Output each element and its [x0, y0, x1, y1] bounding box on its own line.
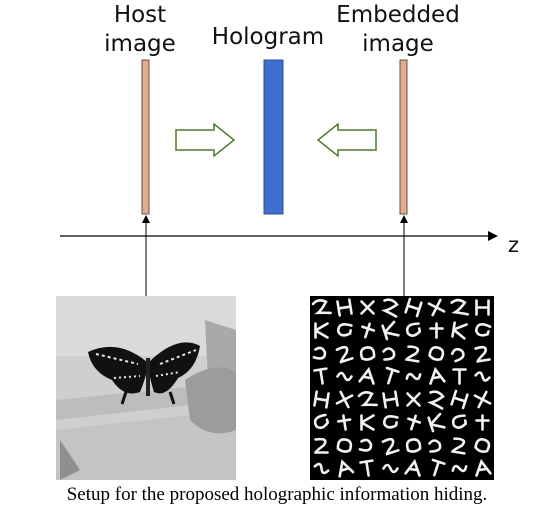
embedded-image-label-line2: image — [362, 31, 434, 57]
handwritten-glyph — [335, 390, 354, 409]
handwritten-glyph — [474, 345, 491, 363]
handwritten-glyph — [382, 347, 396, 361]
handwritten-glyph — [311, 299, 332, 315]
handwritten-glyph — [312, 346, 327, 360]
handwritten-glyph — [450, 298, 469, 316]
z-axis-arrowhead-icon — [488, 231, 498, 241]
handwritten-glyph — [452, 368, 467, 385]
handwritten-glyph — [450, 347, 465, 363]
figure-caption: Setup for the proposed holographic infor… — [66, 484, 488, 505]
handwritten-glyph — [360, 300, 375, 315]
handwritten-glyph — [380, 298, 399, 318]
handwritten-glyph — [407, 414, 422, 431]
handwritten-glyph — [404, 297, 423, 318]
handwritten-glyph — [475, 414, 490, 431]
setup-diagram: Host image Hologram Embedded image z — [56, 2, 519, 480]
handwritten-glyph — [357, 391, 378, 407]
handwritten-glyph — [451, 321, 468, 340]
handwritten-glyph — [336, 323, 353, 337]
embedded-image-characters — [310, 296, 494, 480]
handwritten-glyph — [428, 439, 442, 453]
embedded-image-label-line1: Embedded — [336, 2, 460, 28]
handwritten-glyph — [358, 438, 373, 452]
host-image-label-line2: image — [104, 31, 176, 57]
host-image-photo — [56, 296, 236, 480]
handwritten-glyph — [431, 458, 446, 477]
handwritten-glyph — [426, 390, 445, 410]
host-image-plate — [141, 59, 150, 215]
handwritten-glyph — [336, 298, 353, 317]
handwritten-glyph — [382, 463, 399, 474]
handwritten-glyph — [361, 322, 376, 339]
host-connector-arrowhead-icon — [142, 215, 150, 223]
handwritten-glyph — [475, 299, 490, 316]
z-axis-label: z — [508, 233, 519, 257]
hologram-label: Hologram — [212, 24, 324, 50]
handwritten-glyph — [359, 346, 376, 361]
handwritten-glyph — [313, 367, 328, 385]
handwritten-glyph — [338, 459, 355, 478]
handwritten-glyph — [336, 414, 352, 431]
handwritten-glyph — [474, 322, 492, 337]
handwritten-glyph — [382, 390, 399, 409]
handwritten-glyph — [429, 366, 446, 385]
handwritten-glyph — [382, 415, 399, 429]
handwritten-glyph — [428, 346, 445, 361]
right-block-arrow-icon — [175, 122, 236, 158]
handwritten-glyph — [358, 366, 375, 385]
handwritten-glyph — [314, 437, 329, 454]
handwritten-glyph — [473, 390, 492, 409]
handwritten-glyph — [404, 345, 420, 363]
handwritten-glyph — [404, 458, 421, 477]
handwritten-glyph — [451, 464, 468, 473]
handwritten-glyph — [450, 437, 466, 455]
handwritten-glyph — [360, 414, 375, 431]
handwritten-glyph — [405, 438, 422, 453]
handwritten-glyph — [335, 345, 354, 364]
handwritten-glyph — [313, 413, 330, 430]
handwritten-glyph — [385, 366, 400, 385]
handwritten-glyph — [381, 437, 400, 456]
handwritten-glyph — [336, 371, 353, 382]
handwritten-glyph — [406, 392, 421, 407]
handwritten-glyph — [314, 322, 329, 339]
host-image-label-line1: Host — [114, 2, 166, 28]
handwritten-glyph — [450, 389, 469, 410]
handwritten-glyph — [336, 438, 353, 453]
handwritten-glyph — [359, 459, 374, 477]
handwritten-glyph — [474, 438, 491, 453]
handwritten-glyph — [313, 462, 330, 475]
embedded-connector-arrowhead-icon — [400, 215, 408, 223]
handwritten-glyph — [313, 390, 330, 409]
handwritten-glyph — [427, 298, 446, 317]
handwritten-glyph — [451, 414, 468, 429]
handwritten-glyph — [427, 412, 446, 433]
handwritten-glyph — [475, 458, 492, 477]
handwritten-glyph — [429, 322, 444, 339]
handwritten-glyph — [405, 322, 422, 337]
left-block-arrow-icon — [316, 122, 377, 158]
hologram-plate — [263, 59, 284, 215]
embedded-image-plate — [399, 59, 408, 215]
handwritten-glyph — [405, 372, 422, 381]
handwritten-glyph — [474, 371, 491, 382]
handwritten-glyph — [381, 320, 400, 341]
